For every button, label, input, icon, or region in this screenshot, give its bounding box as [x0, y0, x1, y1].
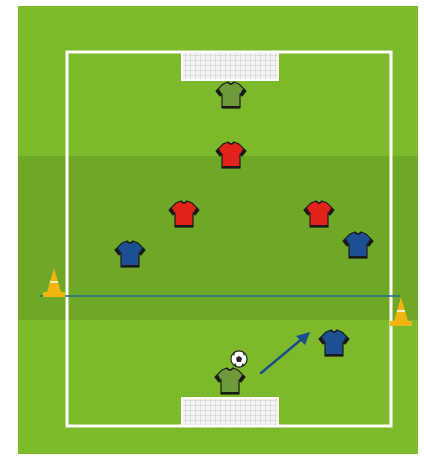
goal-bottom [182, 398, 278, 426]
goal-top [182, 52, 278, 80]
grass-bottom [18, 320, 418, 454]
ball [231, 351, 247, 367]
